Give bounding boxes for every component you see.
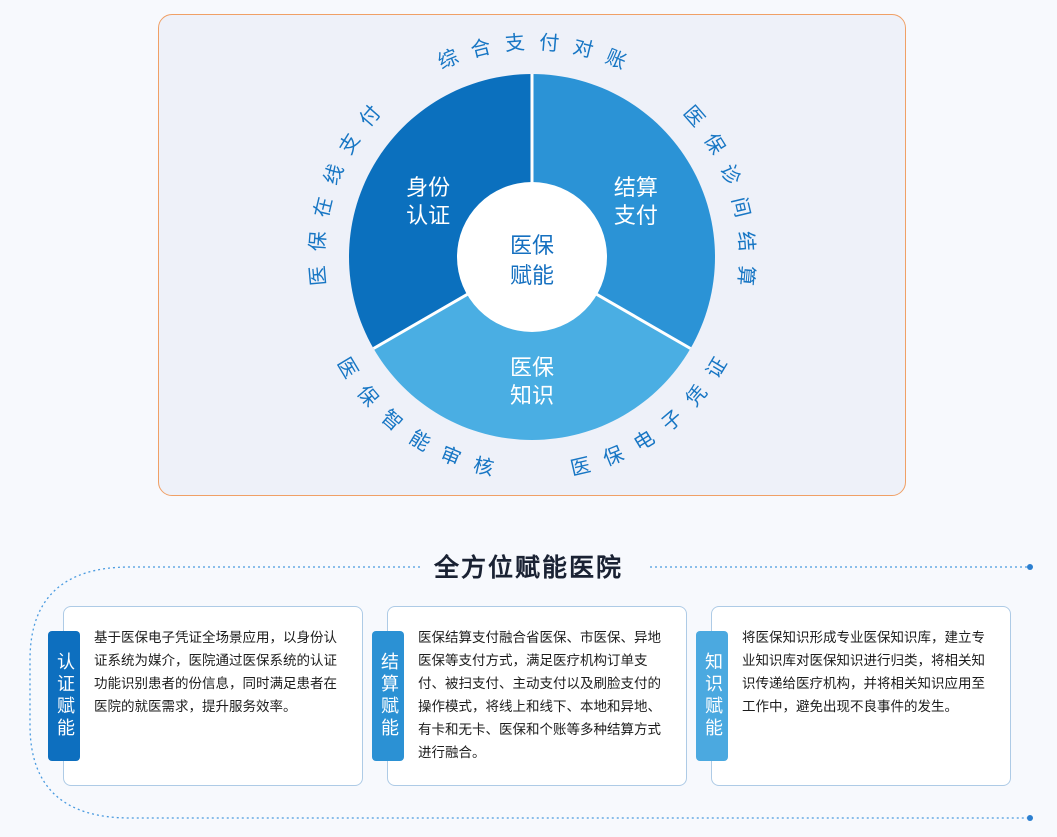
- ring-label-char: 医: [568, 453, 593, 481]
- frame-dot-bottom: [1027, 815, 1033, 821]
- empowerment-wheel: 身份认证结算支付医保知识医保赋能综合支付对账医保诊间结算医保电子凭证医保智能审核…: [305, 30, 759, 481]
- ring-label-char: 保: [305, 230, 330, 252]
- card-settlement: 结算赋能 医保结算支付融合省医保、市医保、异地医保等支付方式，满足医疗机构订单支…: [372, 606, 687, 786]
- sector-label: 认证: [406, 204, 450, 229]
- sector-label: 知识: [510, 384, 554, 409]
- center-label: 医保: [510, 234, 554, 259]
- ring-label-char: 证: [701, 353, 732, 383]
- center-label: 赋能: [510, 264, 554, 289]
- sector-label: 支付: [614, 204, 658, 229]
- ring-label-char: 能: [405, 425, 435, 456]
- ring-label-char: 在: [309, 195, 337, 220]
- card-text: 医保结算支付融合省医保、市医保、异地医保等支付方式，满足医疗机构订单支付、被扫支…: [418, 630, 661, 761]
- ring-label-char: 医: [679, 101, 710, 132]
- ring-label-char: 对: [571, 34, 596, 62]
- sector-label: 医保: [510, 356, 554, 381]
- ring-label-char: 审: [437, 441, 465, 471]
- sector-label: 身份: [406, 176, 450, 201]
- card-knowledge: 知识赋能 将医保知识形成专业医保知识库，建立专业知识库对医保知识进行归类，将相关…: [696, 606, 1011, 786]
- ring-label-char: 支: [504, 30, 526, 56]
- ring-label-char: 医: [332, 353, 363, 383]
- ring-label-char: 间: [727, 195, 755, 220]
- card-tab-label: 知识赋能: [702, 652, 723, 740]
- card-tab-label: 结算赋能: [378, 652, 399, 740]
- ring-label-char: 智: [377, 405, 408, 436]
- sector-label: 结算: [614, 176, 658, 201]
- card-text: 将医保知识形成专业医保知识库，建立专业知识库对医保知识进行归类，将相关知识传递给…: [742, 630, 985, 715]
- ring-label-char: 算: [733, 265, 759, 287]
- ring-label-char: 综: [434, 44, 462, 74]
- card-tab: 认证赋能: [48, 631, 80, 761]
- ring-label-char: 付: [354, 101, 385, 132]
- ring-label-char: 医: [305, 265, 331, 287]
- card-tab: 结算赋能: [372, 631, 404, 761]
- ring-label-char: 保: [699, 129, 730, 159]
- ring-label-char: 核: [471, 453, 496, 481]
- ring-label-char: 支: [334, 129, 365, 159]
- ring-label-char: 结: [734, 230, 759, 252]
- wheel-center: [457, 182, 607, 332]
- ring-label-char: 诊: [716, 161, 746, 189]
- ring-label-char: 电: [629, 425, 659, 456]
- card-identity: 认证赋能 基于医保电子凭证全场景应用，以身份认证系统为媒介，医院通过医保系统的认…: [48, 606, 363, 786]
- card-tab-label: 认证赋能: [54, 652, 75, 740]
- ring-label-char: 付: [538, 30, 560, 56]
- card-text: 基于医保电子凭证全场景应用，以身份认证系统为媒介，医院通过医保系统的认证功能识别…: [94, 630, 337, 715]
- ring-label-char: 凭: [681, 380, 712, 411]
- ring-label-char: 线: [319, 161, 349, 189]
- section-title: 全方位赋能医院: [433, 553, 623, 582]
- card-tab: 知识赋能: [696, 631, 728, 761]
- ring-label-char: 保: [352, 380, 383, 411]
- ring-label-char: 账: [602, 44, 630, 74]
- ring-label-char: 保: [599, 441, 627, 471]
- ring-label-char: 子: [657, 405, 688, 436]
- ring-label-char: 合: [468, 34, 493, 62]
